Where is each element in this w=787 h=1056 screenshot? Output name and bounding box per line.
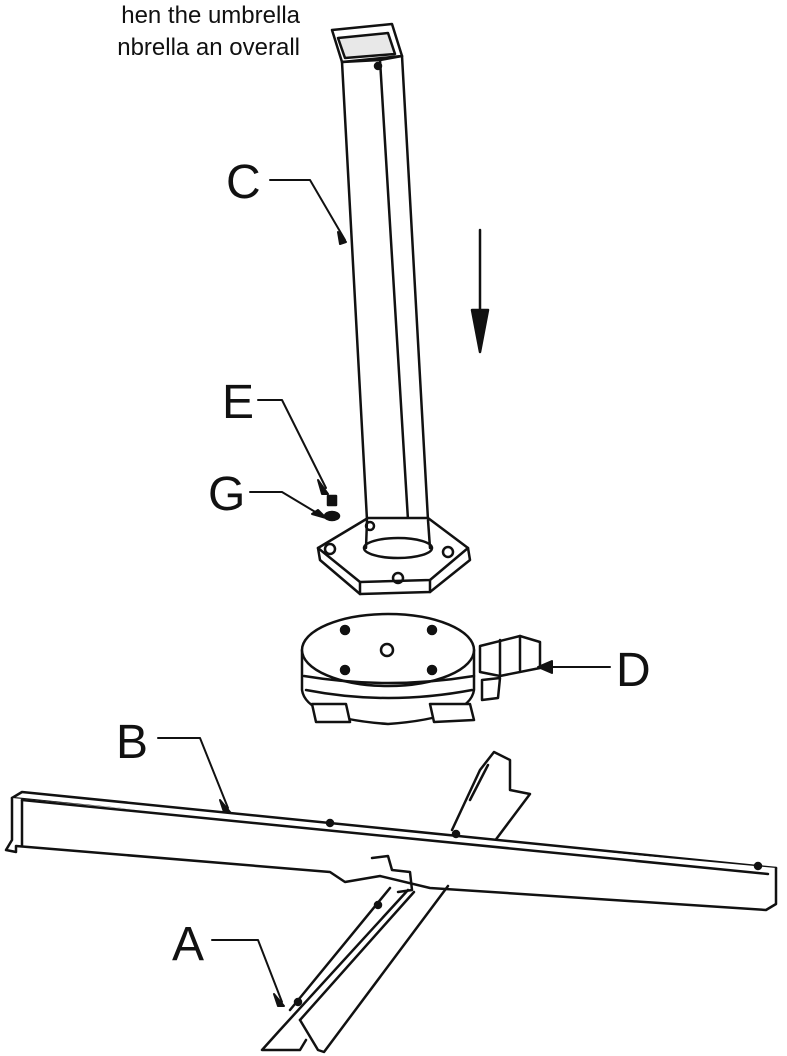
callout-leaders: [157, 179, 611, 1007]
label-b: B: [116, 716, 148, 769]
label-a: A: [172, 918, 204, 971]
instruction-text-fragment: hen the umbrella nbrella an overall: [0, 0, 300, 64]
bolt-e-washer-g: [323, 494, 341, 522]
down-arrow-icon: [470, 228, 490, 354]
label-d: D: [616, 644, 651, 697]
cross-base-a-b: [4, 750, 778, 1054]
instruction-line-2: nbrella an overall: [117, 34, 300, 61]
label-c: C: [226, 156, 261, 209]
label-g: G: [208, 468, 245, 521]
instruction-line-1: hen the umbrella: [121, 2, 300, 29]
pole-c: [316, 22, 472, 596]
rotating-base-d: [300, 612, 542, 726]
label-e: E: [222, 376, 254, 429]
